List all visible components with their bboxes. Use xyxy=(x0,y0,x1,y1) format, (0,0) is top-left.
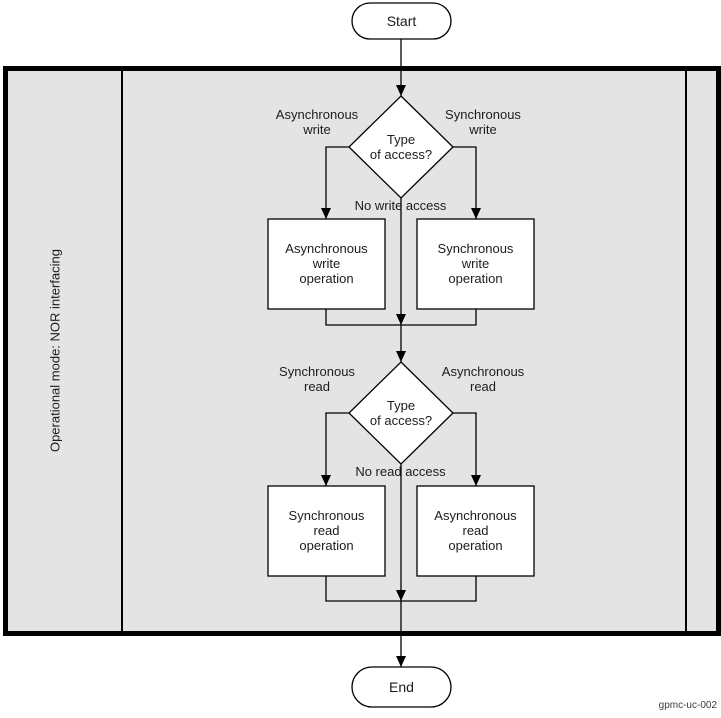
async-read-op-line2: read xyxy=(462,523,489,538)
sync-read-op-line2: read xyxy=(313,523,340,538)
async-write-operation-box xyxy=(267,218,386,310)
arrowhead-sync-read-box xyxy=(321,475,331,486)
end-terminator-shape xyxy=(351,666,452,708)
lane-divider-right xyxy=(685,71,687,631)
arrowhead-write-decision xyxy=(396,85,406,96)
write-decision-diamond xyxy=(348,95,454,199)
edge-read-decision-to-async-read xyxy=(453,412,477,486)
write-decision-label: Type of access? xyxy=(341,132,461,162)
sync-write-op-line2: write xyxy=(461,256,490,271)
async-write-op-line3: operation xyxy=(299,271,354,286)
arrowhead-async-read-box xyxy=(471,475,481,486)
branch-sync-read-label: Synchronous read xyxy=(257,364,377,394)
sync-read-op-line3: operation xyxy=(299,538,354,553)
end-label: End xyxy=(389,679,414,695)
sync-write-operation-label: Synchronous write operation xyxy=(417,241,534,286)
sync-read-operation-label: Synchronous read operation xyxy=(268,508,385,553)
write-decision-line2: of access? xyxy=(369,147,433,162)
branch-async-read-label: Asynchronous read xyxy=(423,364,543,394)
async-write-operation-label: Asynchronous write operation xyxy=(268,241,385,286)
branch-async-read-line1: Asynchronous xyxy=(441,364,525,379)
arrowhead-write-merge xyxy=(396,314,406,325)
sync-read-operation-box xyxy=(267,485,386,577)
lane-divider-left xyxy=(121,71,123,631)
read-decision-label: Type of access? xyxy=(341,398,461,428)
figure-id: gpmc-uc-002 xyxy=(658,700,717,711)
arrowhead-end xyxy=(396,656,406,667)
start-label: Start xyxy=(386,13,417,29)
write-decision-line1: Type xyxy=(386,132,416,147)
branch-no-write-label: No write access xyxy=(354,198,447,213)
read-decision-line1: Type xyxy=(386,398,416,413)
read-decision-line2: of access? xyxy=(369,413,433,428)
sync-write-operation-box xyxy=(416,218,535,310)
branch-sync-write-line2: write xyxy=(469,122,497,137)
edge-read-decision-to-sync-read xyxy=(325,412,349,486)
arrowhead-async-write-box xyxy=(321,208,331,219)
branch-sync-read-line1: Synchronous xyxy=(279,364,355,379)
branch-async-read-line2: read xyxy=(469,379,497,394)
start-terminator-shape xyxy=(351,2,452,40)
branch-no-read-label: No read access xyxy=(355,464,446,479)
sync-write-op-line1: Synchronous xyxy=(437,241,514,256)
async-read-operation-box xyxy=(416,485,535,577)
async-read-operation-label: Asynchronous read operation xyxy=(417,508,534,553)
async-read-op-line3: operation xyxy=(448,538,503,553)
branch-async-write-line2: write xyxy=(303,122,331,137)
arrowhead-sync-write-box xyxy=(471,208,481,219)
branch-async-write-line1: Asynchronous xyxy=(275,107,359,122)
branch-async-write-label: Asynchronous write xyxy=(257,107,377,137)
sync-write-op-line3: operation xyxy=(448,271,503,286)
branch-sync-write-label: Synchronous write xyxy=(423,107,543,137)
edge-write-decision-to-async-write xyxy=(325,146,349,219)
sync-read-op-line1: Synchronous xyxy=(288,508,365,523)
async-write-op-line2: write xyxy=(312,256,341,271)
branch-sync-read-line2: read xyxy=(303,379,331,394)
async-read-op-line1: Asynchronous xyxy=(434,508,517,523)
read-decision-diamond xyxy=(348,361,454,465)
async-write-op-line1: Asynchronous xyxy=(285,241,368,256)
branch-sync-write-line1: Synchronous xyxy=(445,107,521,122)
arrowhead-read-merge xyxy=(396,590,406,601)
arrowhead-read-decision xyxy=(396,351,406,362)
edge-write-decision-to-sync-write xyxy=(453,146,477,219)
